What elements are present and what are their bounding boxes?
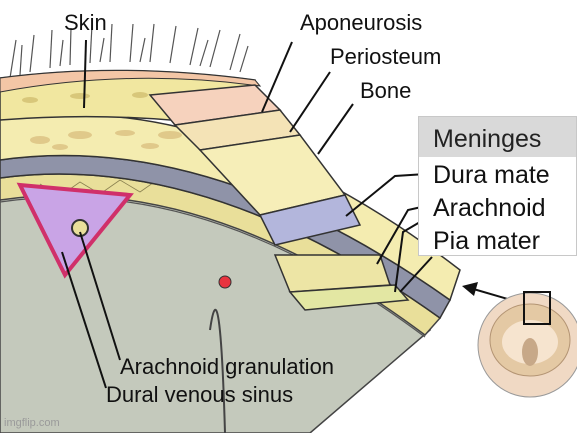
inset-highlight-box [523,291,551,325]
hair-strands [9,23,249,79]
label-skin: Skin [64,10,107,35]
meninges-header: Meninges [419,117,576,157]
brain-sulcus [209,308,226,434]
label-bone: Bone [360,78,412,103]
blood-vessel [218,275,232,289]
meninges-legend: Meninges Dura mate Arachnoid Pia mater [418,116,577,256]
watermark: imgflip.com [4,417,60,429]
head-inset-icon [477,291,577,398]
label-aponeurosis: Aponeurosis [300,10,423,35]
meninges-title: Meninges [433,125,542,153]
step-pia-face [288,284,410,311]
inset-arrowhead [462,282,478,296]
meninges-item-dura: Dura mate [433,161,550,189]
meninges-item-arachnoid: Arachnoid [433,194,546,222]
label-dural-venous-sinus: Dural venous sinus [106,382,294,407]
step-dura-face [258,194,362,246]
meninges-item-pia: Pia mater [433,227,540,255]
scalp-skin [0,69,262,93]
label-periosteum: Periosteum [330,44,442,69]
leader-lines [61,39,433,389]
label-arachnoid-granulation: Arachnoid granulation [120,354,335,379]
arachnoid-granulation-shape [71,219,89,237]
